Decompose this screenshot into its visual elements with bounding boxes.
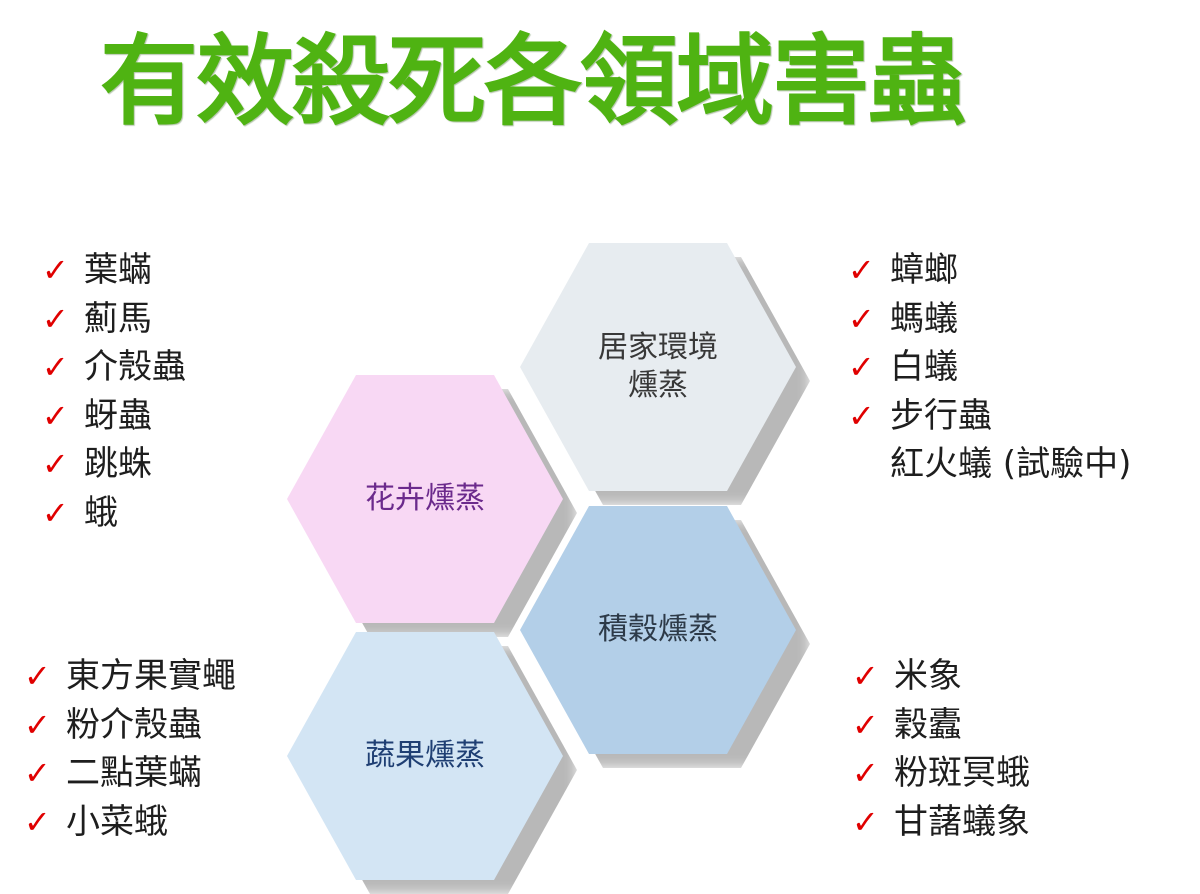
list-item: ✓ 蚜蟲 [42, 392, 186, 441]
list-item-label: 米象 [894, 656, 962, 696]
list-item-label: 白蟻 [890, 347, 958, 387]
list-item-label: 穀蠹 [894, 704, 962, 745]
hex-home-label: 居家環境 燻蒸 [598, 330, 718, 403]
check-icon: ✓ [42, 493, 69, 532]
list-item-label: 蟑螂 [890, 250, 958, 290]
list-item: ✓ 穀蠹 [852, 701, 1030, 750]
check-icon: ✓ [852, 705, 879, 744]
pest-list-home: ✓ 蟑螂 ✓ 螞蟻 ✓ 白蟻 ✓ 步行蟲 紅火蟻 (試驗中) [848, 246, 1131, 489]
hex-vegetable-fumigation: 蔬果燻蒸 [287, 632, 577, 894]
hex-flower-fumigation: 花卉燻蒸 [287, 375, 577, 637]
list-item: ✓蛾 [42, 489, 186, 538]
list-item: ✓ 東方果實蠅 [24, 652, 236, 701]
list-item: ✓ 粉斑冥蛾 [852, 749, 1030, 798]
list-item: 紅火蟻 (試驗中) [848, 440, 1131, 489]
list-item-label: 二點葉蟎 [66, 753, 202, 793]
list-item: ✓ 粉介殼蟲 [24, 701, 236, 750]
check-icon: ✓ [24, 802, 51, 841]
list-item: ✓ 螞蟻 [848, 295, 1131, 344]
list-item-label: 螞蟻 [890, 298, 958, 339]
list-item: ✓ 二點葉蟎 [24, 749, 236, 798]
list-item-label: 步行蟲 [890, 395, 992, 436]
list-item-label: 粉斑冥蛾 [894, 753, 1030, 793]
list-item: ✓ 跳蛛 [42, 440, 186, 489]
check-icon: ✓ [42, 348, 69, 386]
check-icon: ✓ [24, 657, 51, 695]
list-item-label: 跳蛛 [84, 444, 152, 484]
list-item: ✓ 小菜蛾 [24, 798, 236, 847]
list-item-label: 介殼蟲 [84, 347, 186, 387]
check-icon: ✓ [42, 445, 69, 483]
hex-home-shape: 居家環境 燻蒸 [520, 243, 796, 491]
list-item-label: 薊馬 [84, 298, 152, 339]
pest-list-flower: ✓葉蟎 ✓薊馬 ✓介殼蟲 ✓蚜蟲 ✓跳蛛 ✓蛾 [42, 246, 186, 537]
hex-flower-label: 花卉燻蒸 [365, 481, 485, 516]
list-item-label: 粉介殼蟲 [66, 704, 202, 745]
check-icon: ✓ [42, 299, 69, 338]
list-item: ✓ 蟑螂 [848, 246, 1131, 295]
check-icon: ✓ [848, 251, 875, 289]
check-icon: ✓ [42, 251, 69, 289]
check-icon: ✓ [852, 657, 879, 695]
pest-list-grain: ✓ 米象 ✓ 穀蠹 ✓ 粉斑冥蛾 ✓ 甘藷蟻象 [852, 652, 1030, 846]
list-item-label: 蚜蟲 [84, 395, 152, 436]
check-icon: ✓ [42, 396, 69, 435]
hex-grain-fumigation: 積穀燻蒸 [520, 506, 810, 768]
hex-home-fumigation: 居家環境 燻蒸 [520, 243, 810, 505]
check-icon: ✓ [848, 348, 875, 386]
list-item-label: 葉蟎 [84, 250, 152, 290]
list-item-label: 甘藷蟻象 [894, 801, 1030, 842]
check-icon: ✓ [852, 802, 879, 841]
list-item-label: 紅火蟻 (試驗中) [890, 444, 1132, 484]
check-icon: ✓ [24, 705, 51, 744]
list-item-label: 小菜蛾 [66, 801, 168, 842]
list-item-label: 東方果實蠅 [66, 656, 236, 696]
hex-vegetable-label: 蔬果燻蒸 [365, 738, 485, 773]
pest-list-vegetable: ✓ 東方果實蠅 ✓ 粉介殼蟲 ✓ 二點葉蟎 ✓ 小菜蛾 [24, 652, 236, 846]
check-icon: ✓ [24, 754, 51, 792]
list-item: ✓ 甘藷蟻象 [852, 798, 1030, 847]
list-item: ✓ 介殼蟲 [42, 343, 186, 392]
list-item: ✓ 白蟻 [848, 343, 1131, 392]
check-icon: ✓ [848, 299, 875, 338]
check-icon: ✓ [848, 396, 875, 435]
list-item: ✓ 薊馬 [42, 295, 186, 344]
list-item: ✓ 步行蟲 [848, 392, 1131, 441]
check-icon: ✓ [852, 754, 879, 792]
page-title: 有效殺死各領域害蟲 [100, 25, 966, 139]
list-item-label: 蛾 [84, 492, 118, 533]
hex-grain-label: 積穀燻蒸 [598, 612, 718, 647]
list-item: ✓ 葉蟎 [42, 246, 186, 295]
list-item: ✓ 米象 [852, 652, 1030, 701]
